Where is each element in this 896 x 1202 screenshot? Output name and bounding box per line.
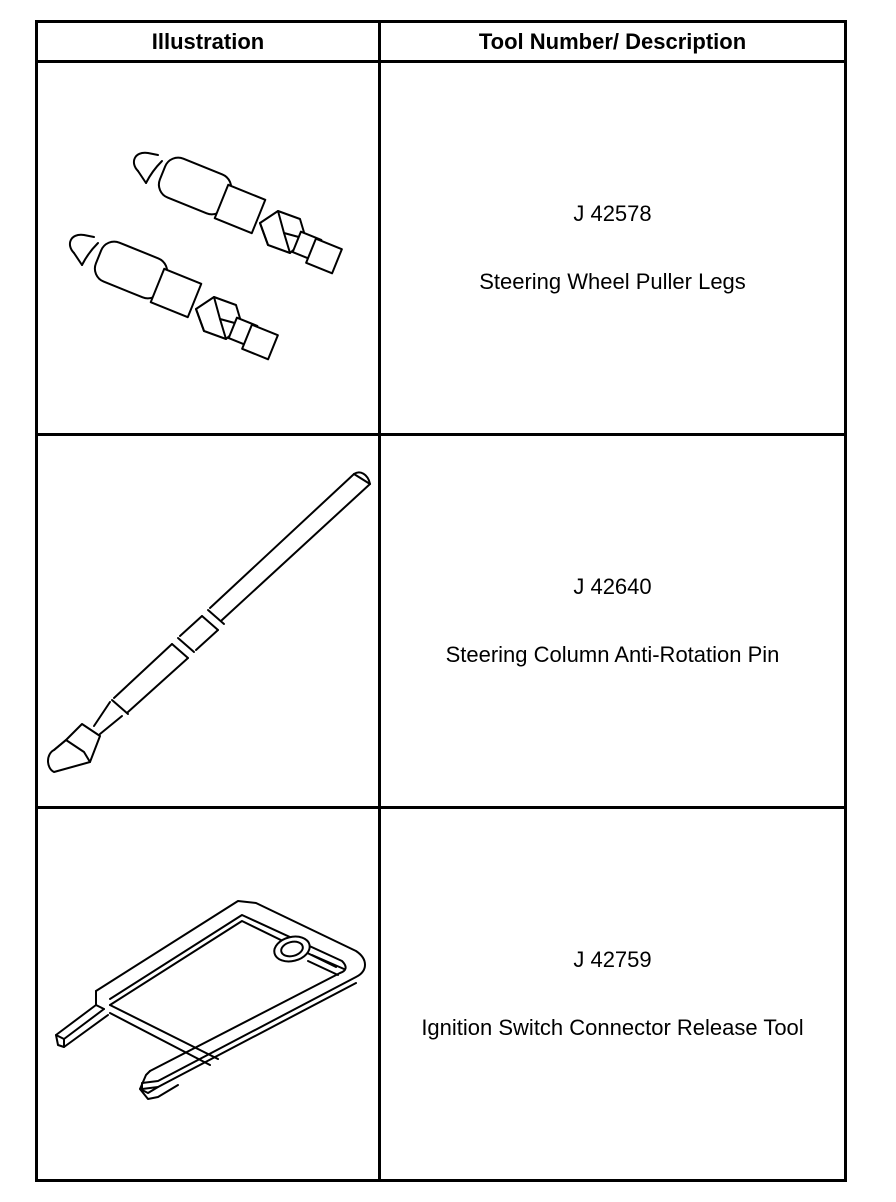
header-illustration: Illustration [35,20,381,63]
tool-number: J 42759 [573,947,652,972]
header-row: Illustration Tool Number/ Description [35,20,847,63]
release-tool-icon [55,900,366,1100]
illustration-cell [35,806,381,1182]
illustration-cell [35,60,381,436]
anti-rotation-pin-icon [47,471,371,773]
illustration-cell [35,433,381,809]
tool-description: Steering Column Anti-Rotation Pin [445,642,780,667]
special-tools-table: Illustration Tool Number/ Description [35,20,847,1182]
tool-description-cell: J 42640 Steering Column Anti-Rotation Pi… [378,433,847,809]
tool-number: J 42578 [573,201,652,226]
puller-legs-icon [68,151,343,361]
table-row: J 42759 Ignition Switch Connector Releas… [35,806,847,1182]
tool-description-cell: J 42578 Steering Wheel Puller Legs [378,60,847,436]
tool-description: Steering Wheel Puller Legs [479,269,746,294]
tool-description-cell: J 42759 Ignition Switch Connector Releas… [378,806,847,1182]
table-row: J 42578 Steering Wheel Puller Legs [35,60,847,436]
table-row: J 42640 Steering Column Anti-Rotation Pi… [35,433,847,809]
tool-description: Ignition Switch Connector Release Tool [421,1015,804,1040]
header-tool-description: Tool Number/ Description [378,20,847,63]
tool-number: J 42640 [573,574,652,599]
